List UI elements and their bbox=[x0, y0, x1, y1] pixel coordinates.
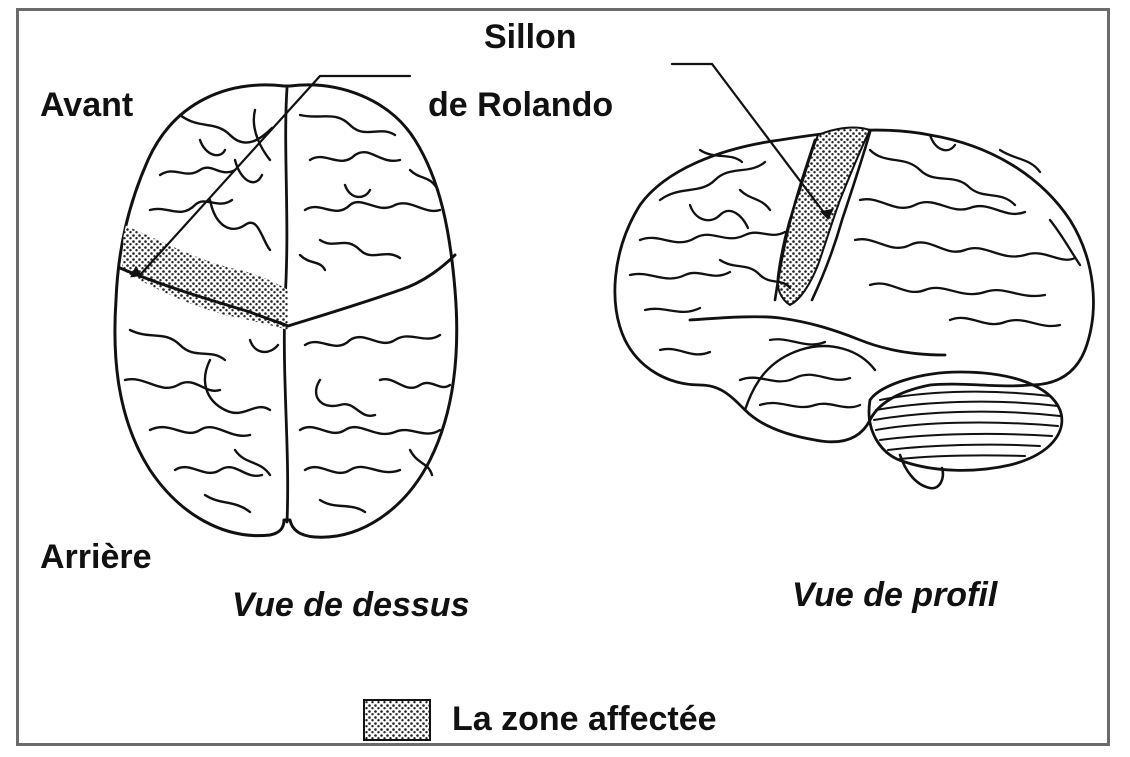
side-view-caption: Vue de profil bbox=[792, 578, 997, 612]
back-label: Arrière bbox=[40, 540, 152, 574]
sulcus-label-line2: de Rolando bbox=[428, 88, 613, 122]
cerebellum bbox=[869, 372, 1062, 488]
sulcus-label-line1: Sillon bbox=[484, 20, 577, 54]
legend-swatch bbox=[362, 698, 432, 742]
legend-label: La zone affectée bbox=[452, 702, 717, 736]
side-view-brain bbox=[615, 130, 1094, 442]
front-label: Avant bbox=[40, 88, 133, 122]
side-view-gyri bbox=[630, 132, 1080, 407]
top-view-caption: Vue de dessus bbox=[232, 588, 470, 622]
